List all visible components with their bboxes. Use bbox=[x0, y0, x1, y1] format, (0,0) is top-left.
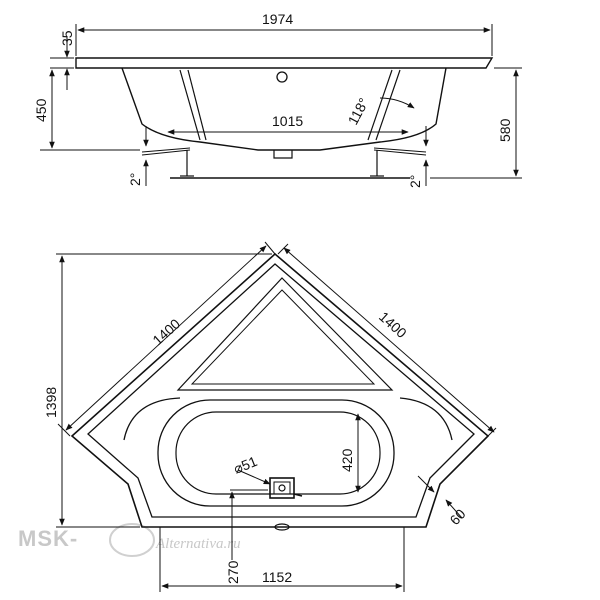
watermark-script: Alternativa.ru bbox=[155, 536, 241, 552]
side-view-dimensions bbox=[40, 24, 522, 186]
label-basin-width: 420 bbox=[339, 448, 355, 472]
top-view-dimensions bbox=[56, 241, 497, 592]
watermark: MSK- Alternativa.ru bbox=[18, 523, 241, 557]
label-left-side: 1400 bbox=[149, 315, 183, 348]
label-depth: 1398 bbox=[43, 387, 59, 418]
label-drain-diameter: ⌀51 bbox=[231, 453, 259, 477]
label-overall-width: 1974 bbox=[262, 11, 293, 27]
label-bottom-width: 1015 bbox=[272, 113, 303, 129]
label-slope-left: 2° bbox=[127, 173, 143, 186]
label-wall-angle: 118° bbox=[345, 95, 372, 127]
top-view-labels: 1400 1400 1398 1152 270 420 ⌀51 60 bbox=[43, 308, 469, 585]
label-drain-offset: 270 bbox=[225, 560, 241, 584]
top-view bbox=[70, 252, 490, 531]
label-total-height: 580 bbox=[497, 118, 513, 142]
watermark-brand: MSK- bbox=[18, 526, 78, 551]
label-tub-depth: 450 bbox=[33, 98, 49, 122]
label-right-side: 1400 bbox=[376, 308, 410, 341]
label-rim-width: 60 bbox=[446, 506, 468, 528]
label-slope-right: 2° bbox=[407, 175, 423, 188]
label-rim-height: 35 bbox=[59, 30, 75, 46]
side-view bbox=[75, 57, 494, 177]
label-front-width: 1152 bbox=[262, 569, 292, 585]
